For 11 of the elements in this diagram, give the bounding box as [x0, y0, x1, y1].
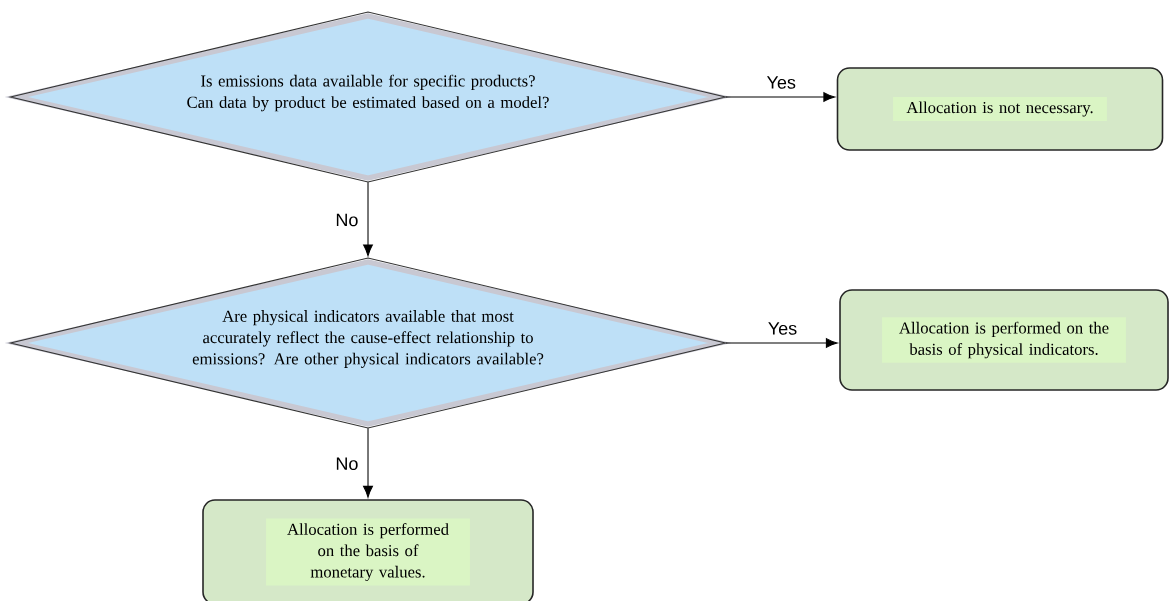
arrow — [725, 92, 836, 102]
arrow — [363, 181, 373, 257]
process-box: Allocation is performed on the basis of physical indicators. — [839, 289, 1169, 391]
process-box: Allocation is not necessary. — [836, 67, 1164, 151]
edge-label: Yes — [766, 320, 799, 337]
process-box: Allocation is performed on the basis of monetary values. — [202, 499, 534, 601]
arrow — [363, 427, 373, 498]
edge-label: Yes — [765, 74, 798, 91]
arrow — [725, 338, 838, 348]
edge-label: No — [334, 212, 360, 228]
edge-label: No — [334, 456, 360, 472]
